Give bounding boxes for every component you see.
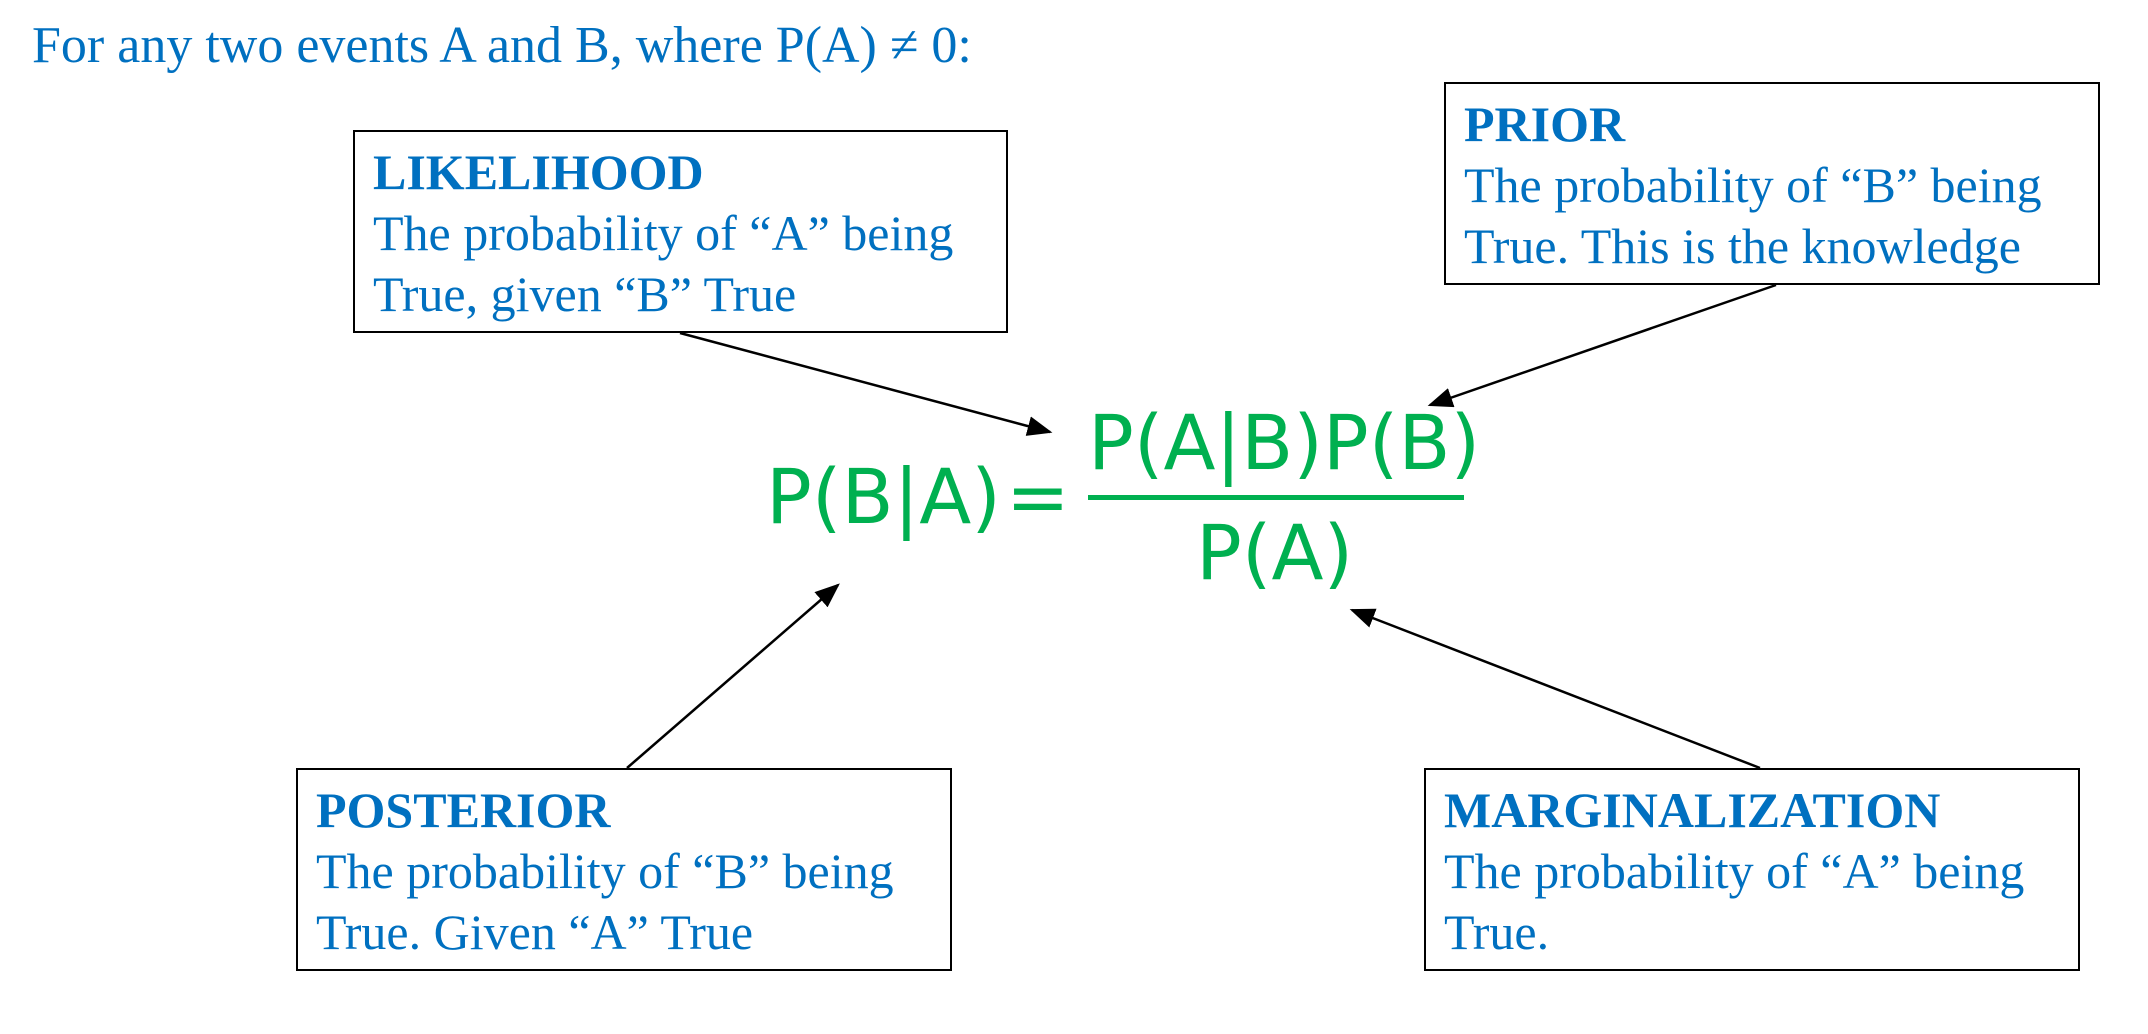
intro-text: For any two events A and B, where P(A) ≠… [32, 17, 972, 74]
formula-fraction-bar [1088, 495, 1464, 500]
marginalization-line-2: True. [1444, 904, 1550, 960]
posterior-line-1: The probability of “B” being [316, 843, 894, 899]
marginalization-line-1: The probability of “A” being [1444, 843, 2025, 899]
marginalization-arrow [1349, 608, 1761, 770]
prior-arrow [1427, 283, 1777, 408]
likelihood-box: LIKELIHOOD The probability of “A” being … [353, 130, 1008, 333]
posterior-line-2: True. Given “A” True [316, 904, 754, 960]
posterior-title: POSTERIOR [316, 782, 611, 838]
formula-equals-sign: = [1006, 452, 1070, 541]
formula-numerator: P(A|B)P(B) [1088, 398, 1481, 487]
prior-line-1: The probability of “B” being [1464, 157, 2042, 213]
prior-line-2: True. This is the knowledge [1464, 218, 2021, 274]
posterior-box: POSTERIOR The probability of “B” being T… [296, 768, 952, 971]
likelihood-line-2: True, given “B” True [373, 266, 797, 322]
marginalization-title: MARGINALIZATION [1444, 782, 1941, 838]
prior-title: PRIOR [1464, 96, 1626, 152]
formula-posterior-term: P(B|A) [766, 452, 1001, 541]
prior-box: PRIOR The probability of “B” being True.… [1444, 82, 2100, 285]
formula-denominator: P(A) [1196, 508, 1354, 597]
likelihood-title: LIKELIHOOD [373, 144, 704, 200]
posterior-arrow [626, 583, 840, 769]
likelihood-line-1: The probability of “A” being [373, 205, 954, 261]
likelihood-arrow [679, 331, 1053, 436]
marginalization-box: MARGINALIZATION The probability of “A” b… [1424, 768, 2080, 971]
